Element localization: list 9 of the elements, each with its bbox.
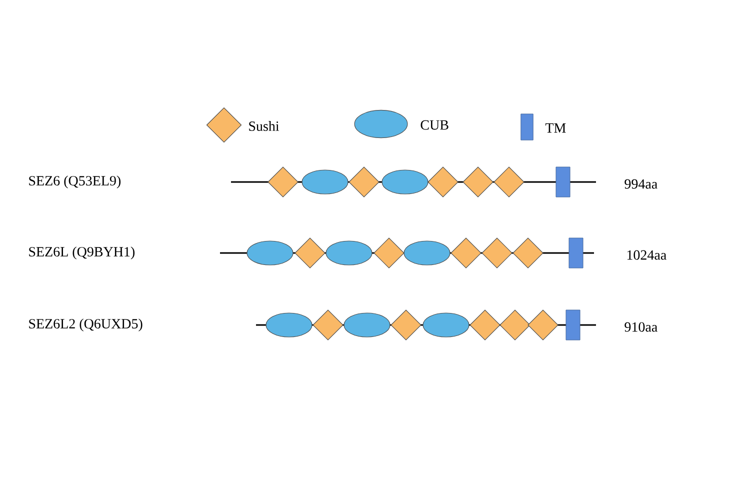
- legend-label: CUB: [420, 120, 448, 130]
- legend-label: Sushi: [249, 121, 280, 131]
- legend-label: TM: [545, 123, 566, 133]
- length-label: 994aa: [624, 179, 658, 189]
- protein-name: SEZ6 (Q53EL9): [29, 176, 121, 188]
- protein-name: SEZ6L (Q9BYH1): [29, 246, 135, 260]
- protein-name: SEZ6L2 (Q6UXD5): [29, 318, 142, 332]
- length-label: 910aa: [624, 322, 658, 332]
- length-label: 1024aa: [627, 250, 666, 260]
